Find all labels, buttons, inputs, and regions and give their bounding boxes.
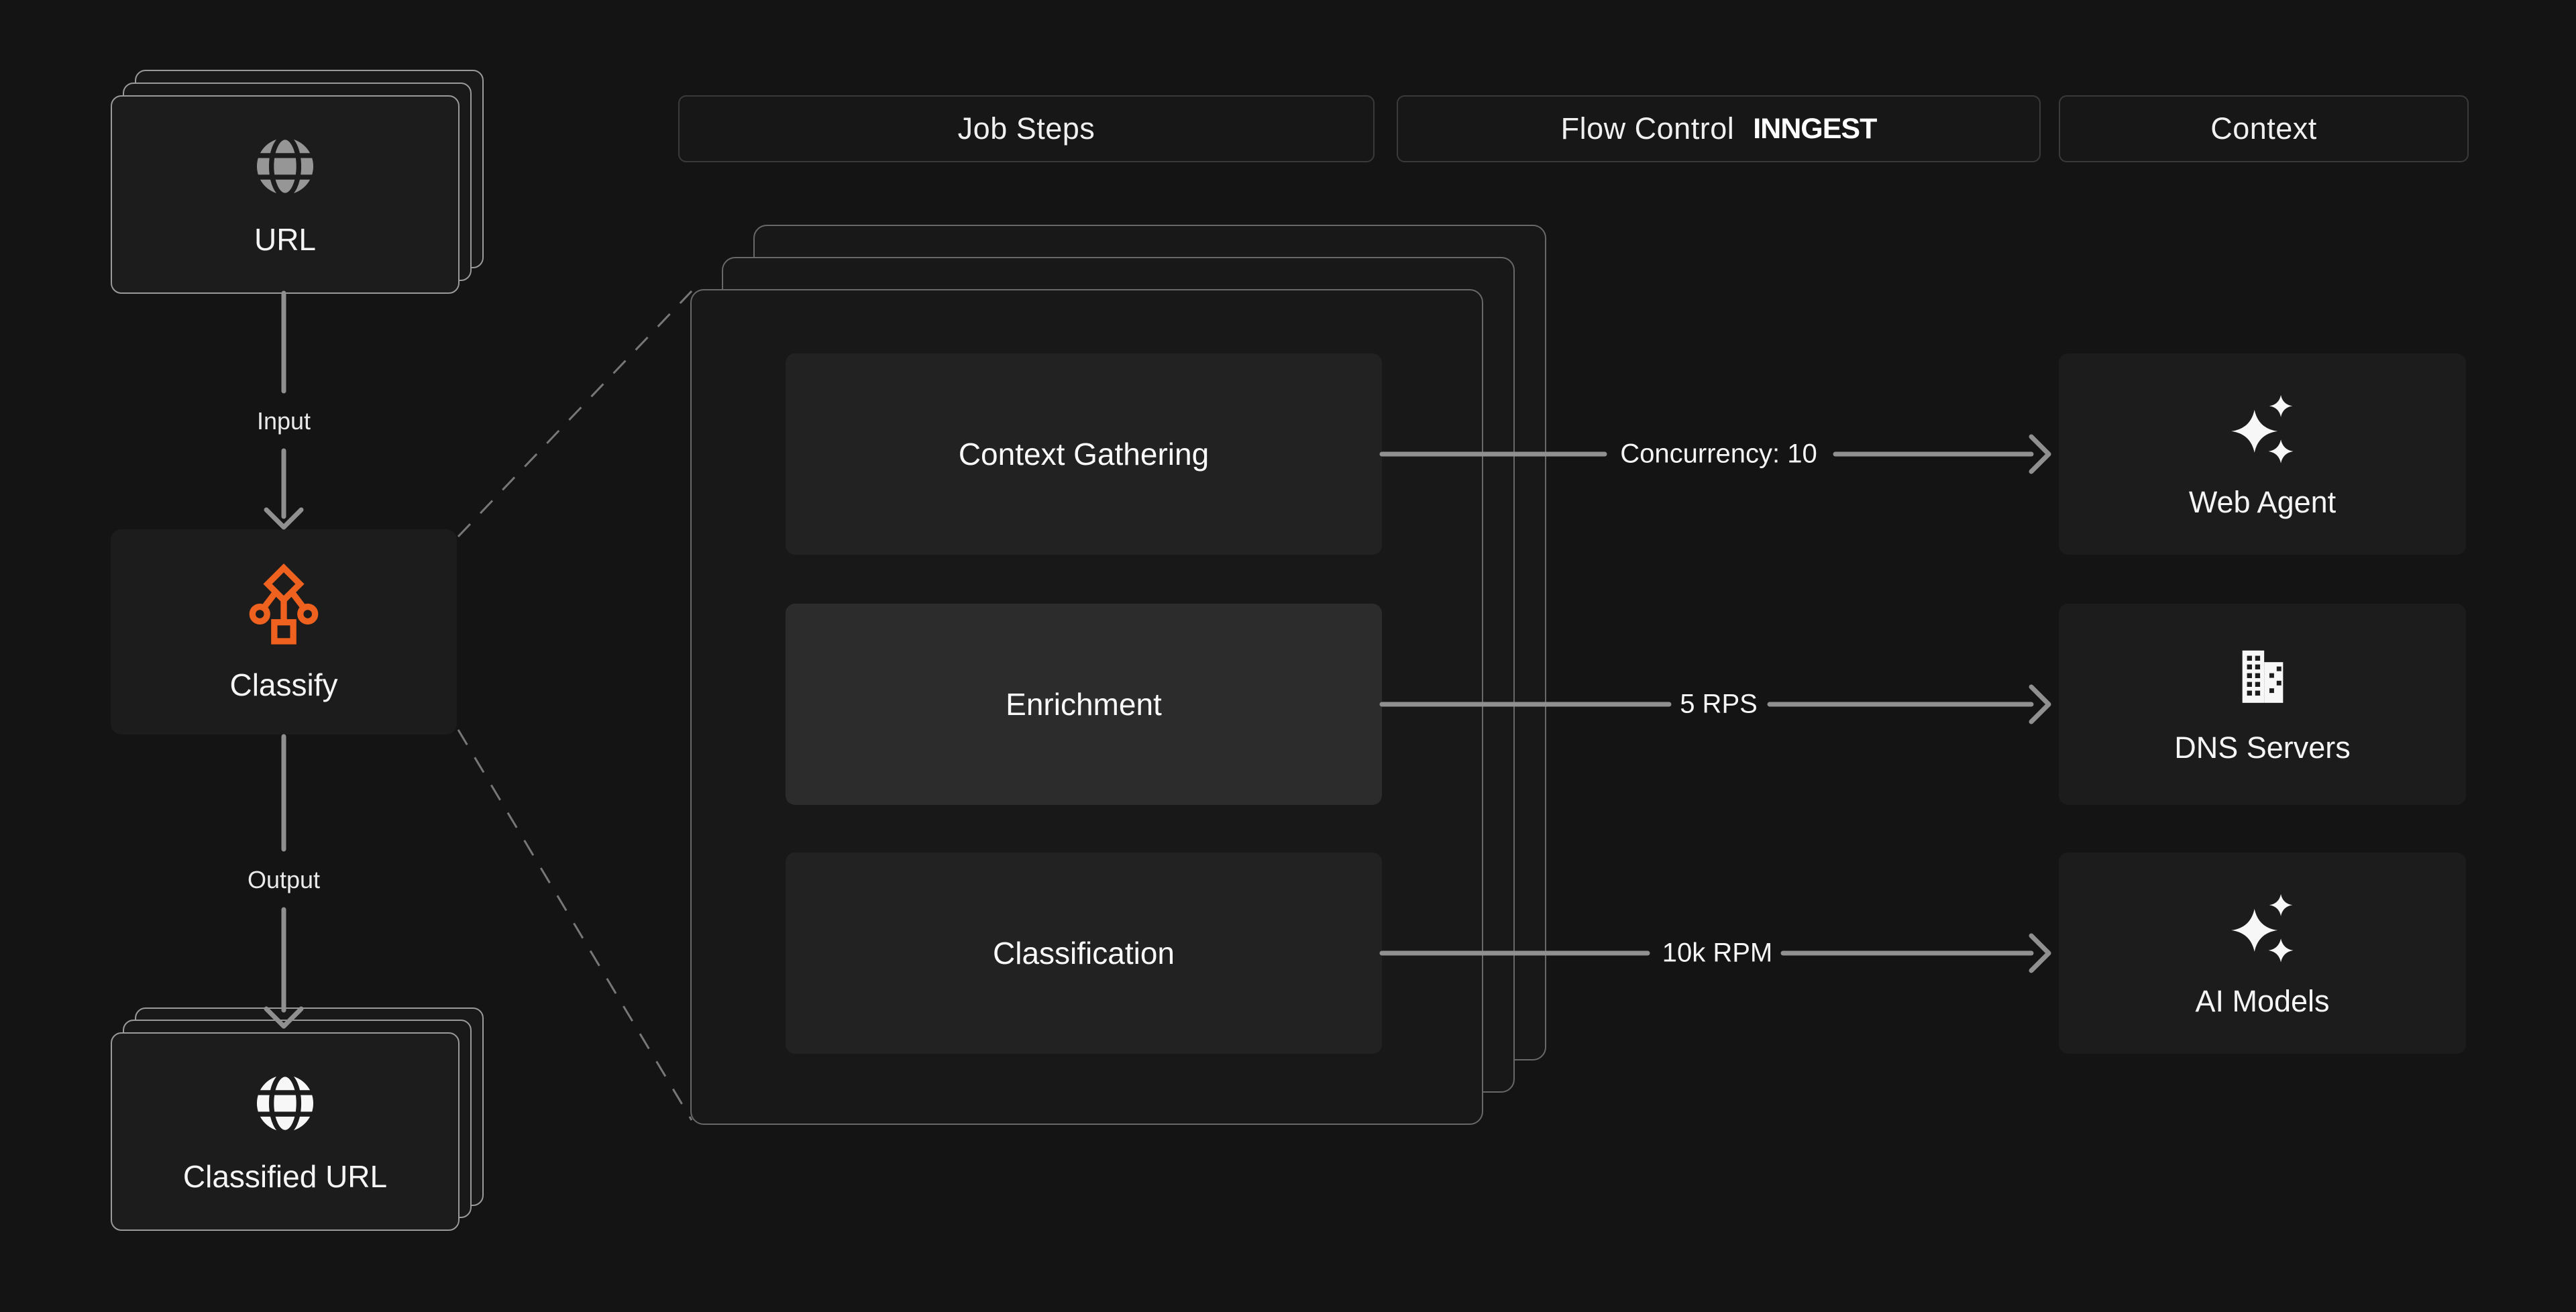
header-flow-control-label: Flow Control [1560,111,1735,146]
classified-url-card-label: Classified URL [182,1159,388,1194]
arrowhead-right-icon [2029,933,2051,973]
flow-label-concurrency: Concurrency: 10 [1620,439,1817,469]
step-label: Context Gathering [958,437,1210,472]
service-ai-models: AI Models [2059,853,2466,1054]
service-web-agent: Web Agent [2059,353,2466,555]
sparkles-icon [2231,893,2293,963]
service-label: Web Agent [2188,485,2337,519]
service-label: AI Models [2195,984,2330,1018]
step-enrichment: Enrichment [786,604,1382,805]
sparkles-icon [2231,394,2293,463]
globe-icon [255,1071,315,1136]
flow-label-rps: 5 RPS [1680,689,1758,719]
step-label: Classification [993,936,1175,971]
service-label: DNS Servers [2174,730,2351,765]
step-label: Enrichment [1006,687,1162,722]
expansion-dashed-lines [457,290,693,1121]
header-flow-control: Flow Control INNGEST [1397,95,2041,162]
header-context: Context [2059,95,2469,162]
globe-icon [255,134,315,199]
header-job-steps: Job Steps [678,95,1375,162]
classified-url-card: Classified URL [111,1032,460,1231]
classify-node: Classify [111,529,457,734]
classify-node-label: Classify [229,667,338,702]
header-job-steps-label: Job Steps [957,111,1095,146]
arrowhead-right-icon [2029,434,2051,474]
service-dns-servers: DNS Servers [2059,604,2466,805]
output-label: Output [247,866,321,893]
flow-label-rpm: 10k RPM [1662,938,1773,968]
header-context-label: Context [2210,111,2317,146]
workflow-icon [249,563,319,645]
step-classification: Classification [786,853,1382,1054]
arrowhead-down-icon [264,507,304,530]
buildings-icon [2242,650,2283,703]
url-card: URL [111,95,460,294]
url-card-label: URL [254,222,317,257]
arrowhead-right-icon [2029,684,2051,724]
step-context-gathering: Context Gathering [786,353,1382,555]
input-label: Input [256,407,311,435]
inngest-logo: INNGEST [1753,112,1877,145]
